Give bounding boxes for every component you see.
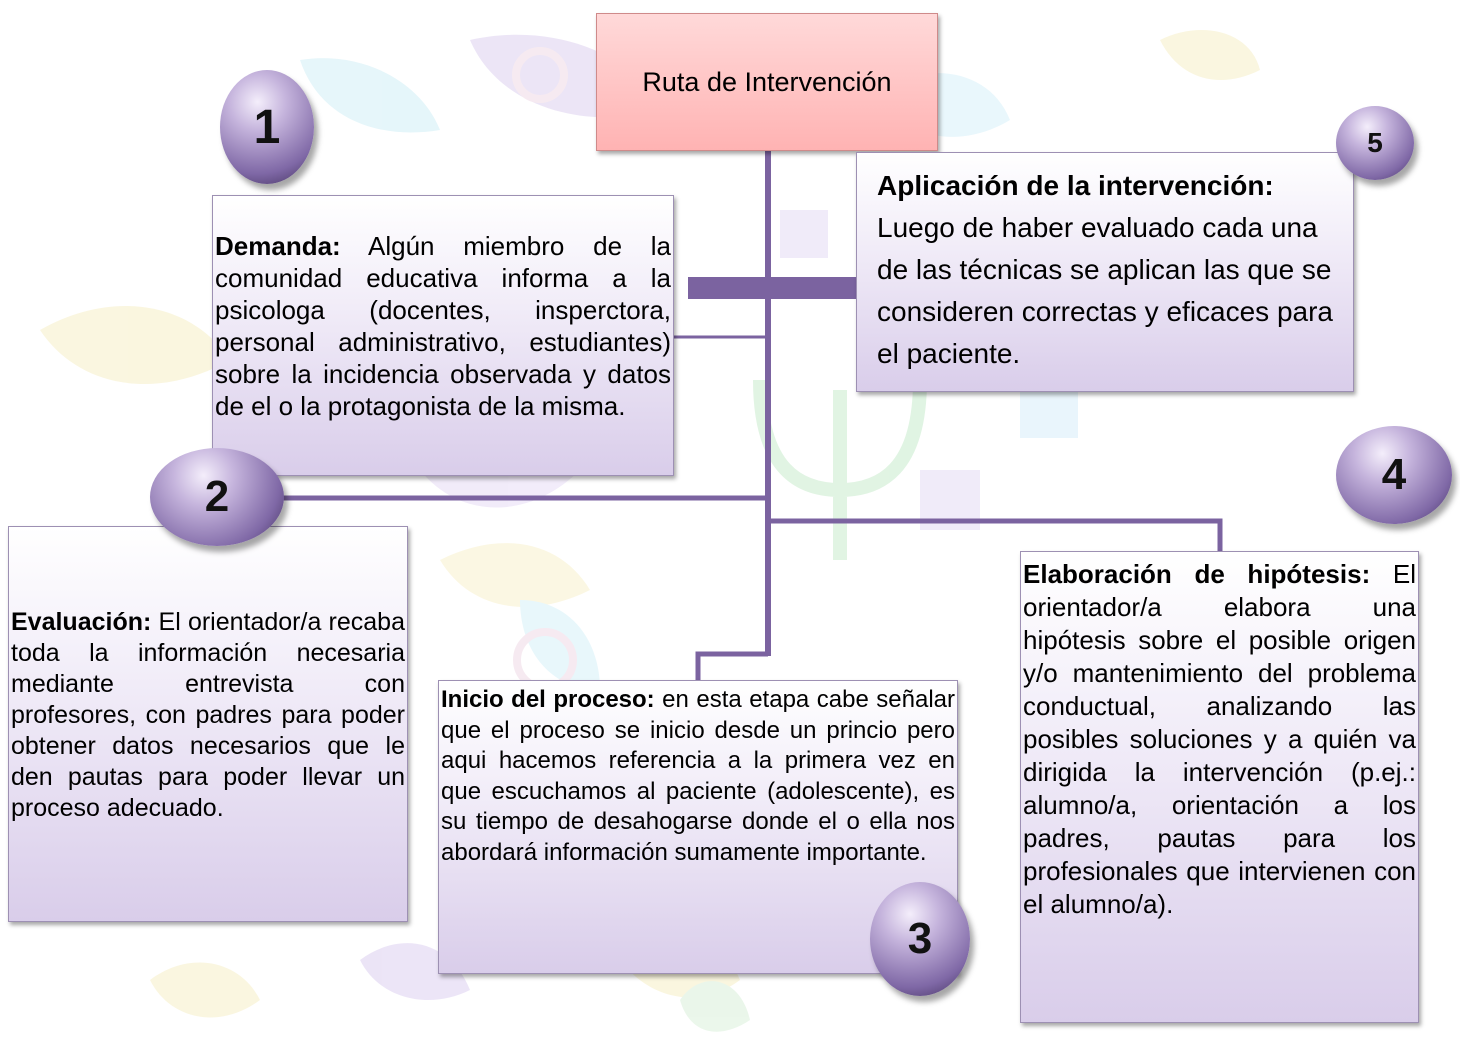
leaf-shape bbox=[440, 543, 590, 607]
title-box: Ruta de Intervención bbox=[596, 13, 938, 151]
leaf-shape bbox=[520, 600, 600, 690]
connector-hipotesis bbox=[768, 518, 1223, 552]
step-heading: Elaboración de hipótesis: bbox=[1023, 559, 1371, 589]
leaf-shape bbox=[300, 58, 440, 133]
step-number: 2 bbox=[204, 472, 230, 521]
step-number-circle-4: 4 bbox=[1336, 426, 1452, 524]
leaf-shape bbox=[150, 962, 260, 1018]
step-inicio-box: Inicio del proceso: en esta etapa cabe s… bbox=[438, 680, 958, 974]
step-text: Luego de haber evaluado cada una de las … bbox=[877, 212, 1333, 369]
psi-symbol bbox=[753, 379, 927, 560]
step-text: El orientador/a elabora una hipótesis so… bbox=[1023, 559, 1416, 919]
step-heading: Evaluación: bbox=[11, 608, 152, 636]
step-number: 5 bbox=[1367, 127, 1383, 158]
step-number-circle-3: 3 bbox=[870, 882, 970, 996]
step-text: El orientador/a recaba toda la informaci… bbox=[11, 608, 405, 822]
step-heading: Inicio del proceso: bbox=[441, 686, 655, 713]
step-aplicacion-box: Aplicación de la intervención: Luego de … bbox=[856, 152, 1354, 392]
step-evaluacion-box: Evaluación: El orientador/a recaba toda … bbox=[8, 526, 408, 922]
title-label: Ruta de Intervención bbox=[642, 66, 892, 97]
step-number: 4 bbox=[1381, 450, 1407, 499]
connector-inicio bbox=[695, 651, 768, 684]
leaf-shape bbox=[1160, 30, 1260, 80]
step-heading: Aplicación de la intervención: bbox=[877, 170, 1274, 201]
step-hipotesis-box: Elaboración de hipótesis: El orientador/… bbox=[1020, 551, 1419, 1023]
step-number-circle-5: 5 bbox=[1336, 106, 1414, 180]
step-text: Algún miembro de la comunidad educativa … bbox=[215, 231, 671, 421]
step-number-circle-2: 2 bbox=[150, 448, 284, 546]
step-demanda-box: Demanda: Algún miembro de la comunidad e… bbox=[212, 195, 674, 476]
step-number: 3 bbox=[907, 914, 933, 963]
step-heading: Demanda: bbox=[215, 231, 341, 261]
leaf-shape bbox=[680, 981, 750, 1032]
leaf-shape bbox=[40, 306, 230, 384]
square-shape bbox=[780, 210, 828, 258]
step-number: 1 bbox=[253, 100, 281, 154]
step-text: en esta etapa cabe señalar que el proces… bbox=[441, 686, 955, 866]
spiral-shape bbox=[512, 47, 568, 103]
step-number-circle-1: 1 bbox=[220, 70, 314, 184]
